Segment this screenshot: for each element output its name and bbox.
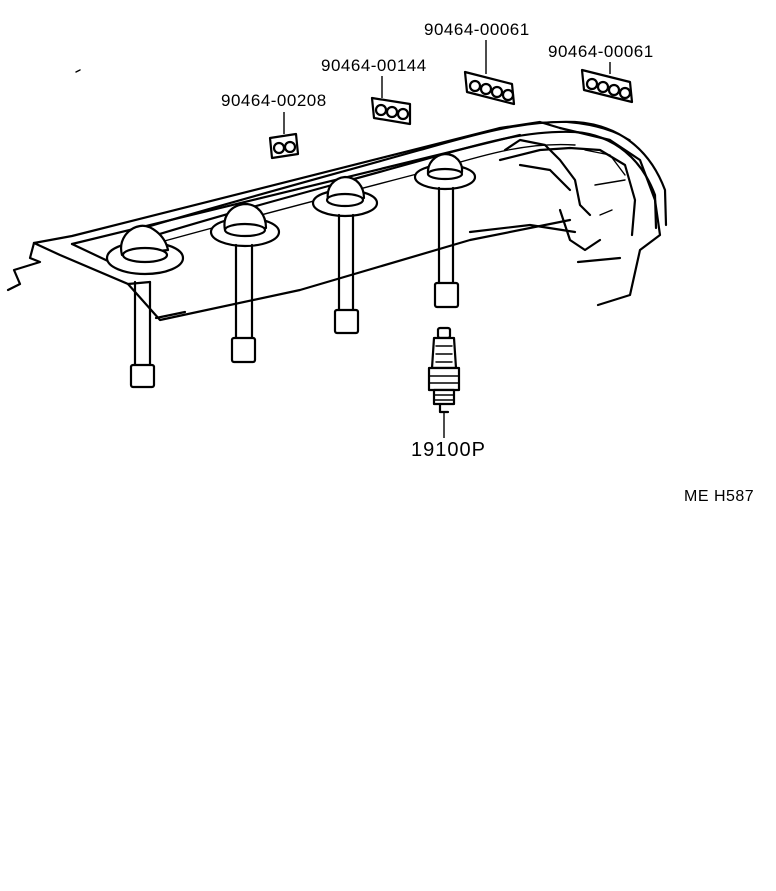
clamp-2-part-number: 90464-00144 [321, 56, 427, 75]
spark-plug-boots [105, 152, 477, 389]
wire-clamp-4-hole-a [463, 70, 516, 106]
wire-clamp-3-hole [370, 96, 412, 126]
spark-plug-part-number: 19100P [411, 439, 486, 461]
clamp-4-part-number: 90464-00061 [548, 42, 654, 61]
wire-clamp-4-hole-b [580, 68, 634, 104]
illustration-reference-code: ME H587 [684, 488, 755, 505]
spark-plug-illustration [427, 326, 461, 414]
clamp-1-part-number: 90464-00208 [221, 91, 327, 110]
wire-clamp-2-hole [268, 132, 300, 160]
clamp-3-part-number: 90464-00061 [424, 20, 530, 39]
